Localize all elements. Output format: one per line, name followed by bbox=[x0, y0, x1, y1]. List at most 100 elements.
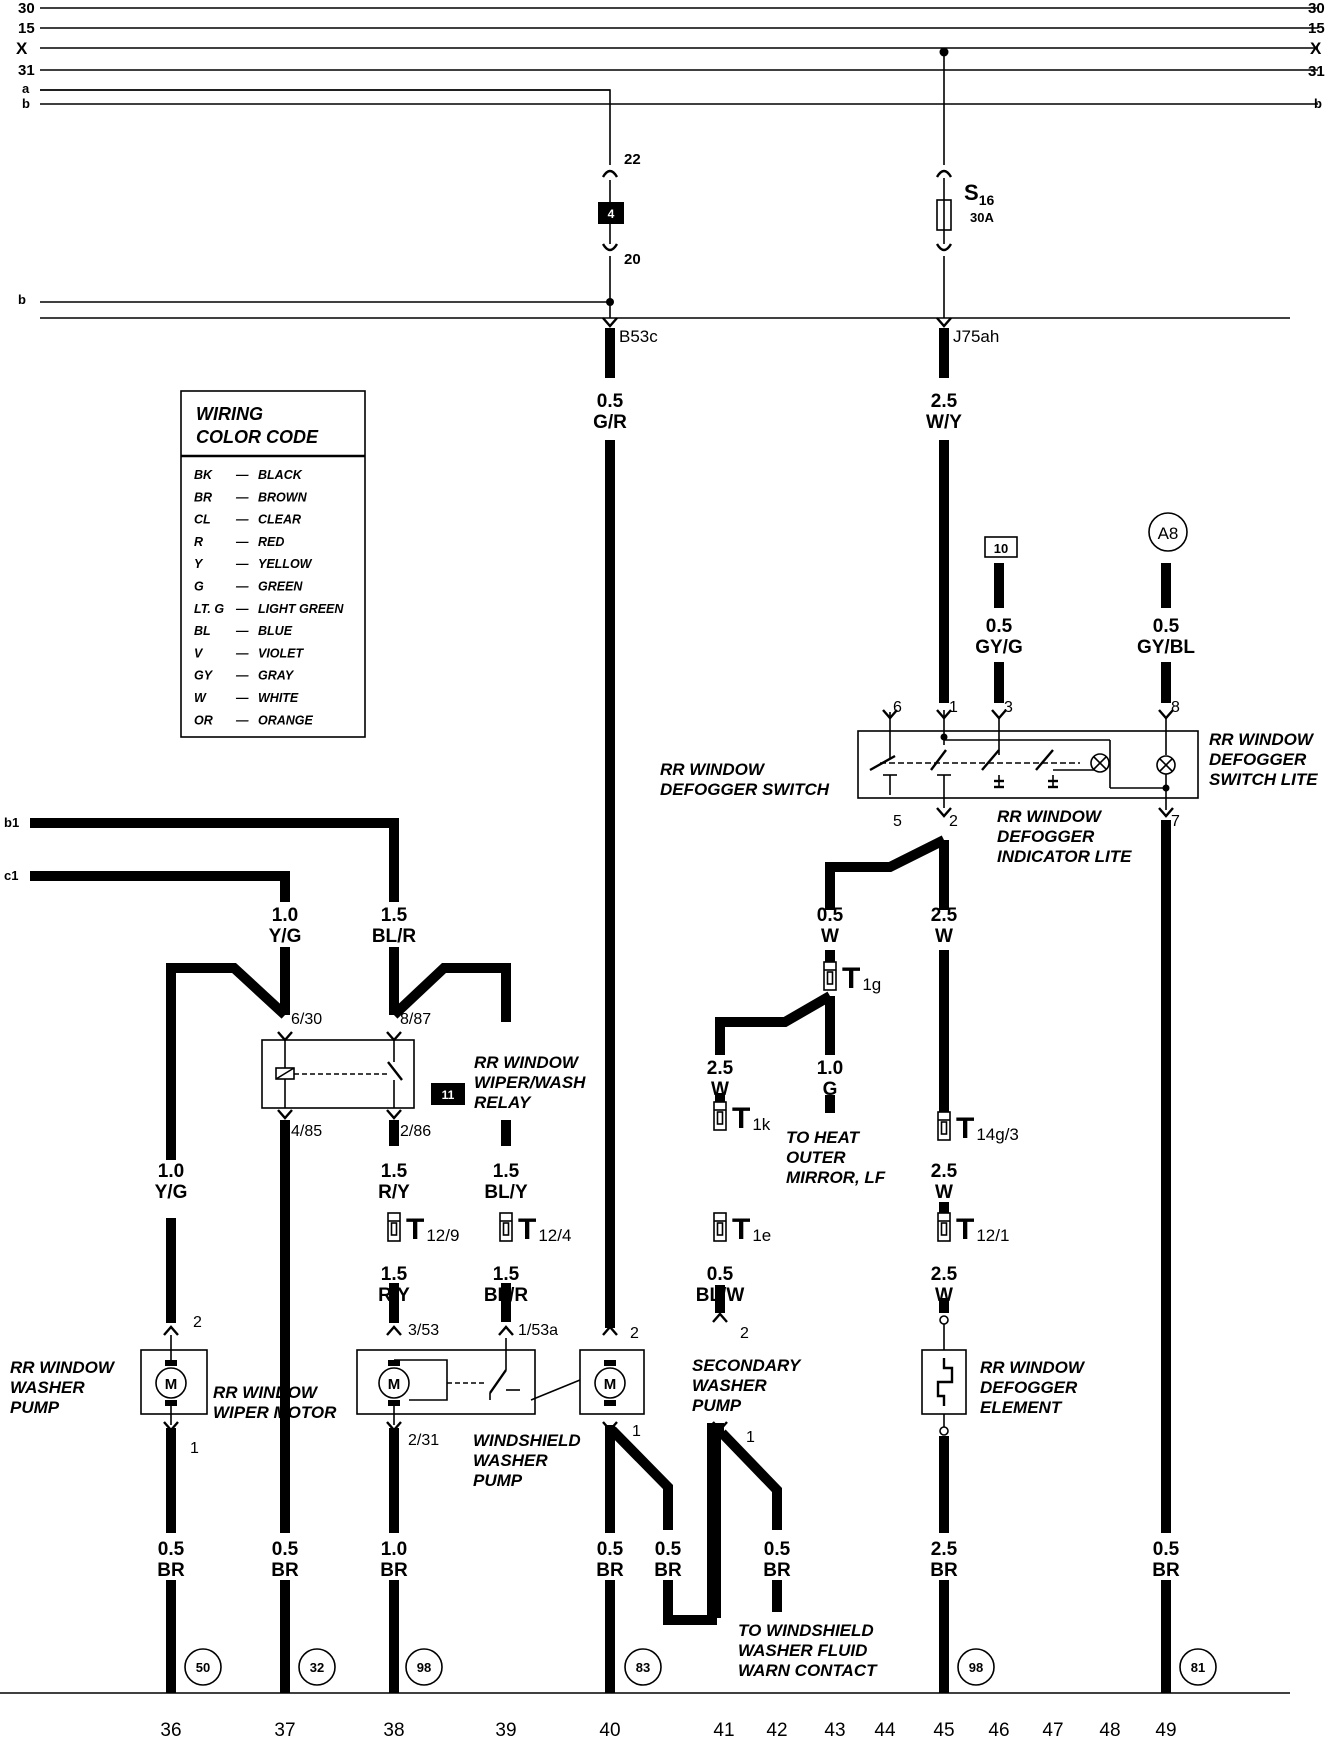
connector-t121-sub: 12/1 bbox=[976, 1226, 1009, 1245]
wire-size-label: 0.5 bbox=[655, 1539, 682, 1560]
pin-sw1: 1 bbox=[949, 699, 958, 716]
terminal-22-arc bbox=[601, 169, 619, 178]
wiper-park-contact bbox=[489, 1369, 507, 1394]
relay-630-arrow bbox=[277, 1031, 293, 1042]
relay-label-2: WIPER/WASH bbox=[474, 1073, 586, 1092]
legend-code: CL bbox=[194, 513, 211, 527]
pin-wp1: 1 bbox=[190, 1440, 199, 1457]
defogger-switch-box bbox=[857, 730, 1199, 799]
fuse-top-arc bbox=[935, 169, 953, 178]
wire-size-label: 1.5 bbox=[493, 1264, 520, 1285]
wire-color-label: G/R bbox=[593, 412, 627, 433]
wire-color-label: Y/G bbox=[155, 1182, 188, 1203]
relay-286-arrow bbox=[386, 1109, 402, 1120]
sec-pin1-arrow bbox=[712, 1421, 728, 1432]
grid-number: 42 bbox=[766, 1720, 787, 1740]
elem-label-2: DEFOGGER bbox=[980, 1378, 1078, 1397]
connector-t1e-main: T bbox=[732, 1213, 750, 1246]
legend-color-name: YELLOW bbox=[258, 557, 313, 571]
wsw-brush-bottom bbox=[604, 1400, 616, 1406]
wire-color-label: BR bbox=[271, 1560, 299, 1581]
windshield-washer-pump: M bbox=[579, 1325, 645, 1432]
legend-code: BR bbox=[194, 490, 212, 504]
wire-size-label: 0.5 bbox=[1153, 1539, 1180, 1560]
relay-label-1: RR WINDOW bbox=[474, 1053, 580, 1072]
wire-size-label: 2.5 bbox=[931, 1264, 958, 1285]
sec-label-2: WASHER bbox=[692, 1376, 767, 1395]
pin-sw7: 7 bbox=[1171, 813, 1180, 830]
legend-dash: — bbox=[235, 691, 249, 705]
elem-terminal-top bbox=[939, 1315, 949, 1325]
pin-m231: 2/31 bbox=[408, 1432, 439, 1449]
legend-color-name: GREEN bbox=[258, 580, 303, 594]
bus-label-31-right: 31 bbox=[1308, 63, 1325, 80]
grid-number: 44 bbox=[874, 1720, 896, 1740]
rr-window-wiper-motor: M bbox=[356, 1325, 581, 1432]
wire-size-label: 2.5 bbox=[931, 1161, 958, 1182]
legend-color-name: BLACK bbox=[258, 468, 303, 482]
switch-junction bbox=[940, 733, 948, 741]
pin-m153a: 1/53a bbox=[518, 1322, 558, 1339]
wire-sw2-to-t1g bbox=[825, 835, 947, 910]
connector-t129-main: T bbox=[406, 1213, 424, 1246]
switch-pin2-arrow bbox=[936, 807, 952, 818]
mirror-label-2: OUTER bbox=[786, 1148, 846, 1167]
wire-size-label: 1.0 bbox=[158, 1161, 184, 1182]
legend-dash: — bbox=[235, 468, 249, 482]
pin-sec1: 1 bbox=[746, 1429, 755, 1446]
wire-wsw-to-warn bbox=[663, 1423, 724, 1625]
wire-size-label: 2.5 bbox=[931, 391, 958, 412]
elem-terminal-bottom bbox=[939, 1426, 949, 1436]
legend-color-name: ORANGE bbox=[258, 713, 314, 727]
wire-size-label: 1.5 bbox=[381, 905, 408, 926]
bus-label-31-left: 31 bbox=[18, 62, 35, 79]
switch-label-1: RR WINDOW bbox=[660, 760, 766, 779]
wire-color-label: BR bbox=[596, 1560, 624, 1581]
connector-j75ah-arrow bbox=[936, 317, 952, 328]
wpump-label-1: RR WINDOW bbox=[10, 1358, 116, 1377]
wiper-pin153a-arrow bbox=[498, 1325, 514, 1336]
wire-size-label: 2.5 bbox=[931, 1539, 958, 1560]
ref-circle-a8 bbox=[1148, 512, 1188, 552]
wire-color-label: W/Y bbox=[926, 412, 962, 433]
legend-code: R bbox=[194, 535, 203, 549]
legend-dash: — bbox=[235, 602, 249, 616]
wire-color-label: R/Y bbox=[378, 1182, 410, 1203]
wire-size-label: 0.5 bbox=[986, 616, 1013, 637]
ref-box-10 bbox=[984, 536, 1018, 558]
wiper-label-1: RR WINDOW bbox=[213, 1383, 319, 1402]
bus-label-30-right: 30 bbox=[1308, 0, 1325, 17]
warn-label-2: WASHER FLUID bbox=[738, 1641, 867, 1660]
wire-color-label: W bbox=[821, 926, 839, 947]
wire-size-label: 1.5 bbox=[493, 1161, 520, 1182]
lite-label-1: RR WINDOW bbox=[1209, 730, 1315, 749]
feed-label-b1: b1 bbox=[4, 815, 19, 830]
legend-code: OR bbox=[194, 713, 213, 727]
terminal-20: 20 bbox=[624, 251, 641, 268]
grid-number: 41 bbox=[713, 1720, 734, 1740]
legend-color-name: CLEAR bbox=[258, 513, 301, 527]
connector-t1g-sub: 1g bbox=[862, 975, 881, 994]
ind-label-1: RR WINDOW bbox=[997, 807, 1103, 826]
wire-color-label: GY/BL bbox=[1137, 637, 1195, 658]
pin-sec2: 2 bbox=[740, 1325, 749, 1342]
bus-label-x-left: X bbox=[16, 39, 28, 58]
connector-t121-main: T bbox=[956, 1213, 974, 1246]
elem-heating-icon bbox=[936, 1358, 954, 1406]
wire-887-to-39 bbox=[390, 963, 511, 1022]
connector-t1e-sub: 1e bbox=[752, 1226, 771, 1245]
connector-t1k-sub: 1k bbox=[752, 1115, 770, 1134]
pin-sw2: 2 bbox=[949, 813, 958, 830]
grid-number: 48 bbox=[1099, 1720, 1120, 1740]
wsw-leader-line bbox=[530, 1379, 581, 1401]
defogger-element bbox=[921, 1315, 967, 1436]
connector-t1k-main: T bbox=[732, 1102, 750, 1135]
wpump-pin2-arrow bbox=[163, 1325, 179, 1336]
legend-dash: — bbox=[235, 513, 249, 527]
connector-t129-sub: 12/9 bbox=[426, 1226, 459, 1245]
